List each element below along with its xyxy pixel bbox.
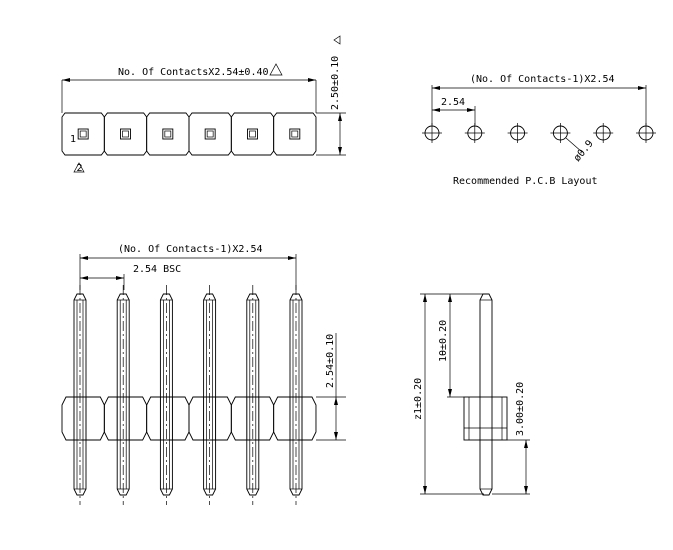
pitch-dimension: 2.54 (441, 97, 465, 108)
pcb-hole (464, 123, 485, 143)
span-dimension: (No. Of Contacts-1)X2.54 (470, 74, 615, 85)
contact-cell (188, 112, 232, 156)
pin-square (162, 128, 174, 140)
lower-length-dimension: 3.00±0.20 (515, 382, 526, 436)
pin (273, 285, 317, 505)
height-dimension: 2.50±0.10 (330, 56, 341, 110)
note-triangle-icon: 2 (73, 162, 85, 174)
pin (479, 293, 493, 496)
pin-square (204, 128, 216, 140)
pcb-hole (550, 123, 571, 143)
note-triangle-icon (269, 63, 283, 76)
insulator-segment (146, 396, 190, 441)
pin1-label: 1 (70, 134, 76, 145)
pcb-hole (507, 123, 528, 143)
pcb-layout: (No. Of Contacts-1)X2.54 2.54 ø0.9 Recom… (422, 74, 656, 187)
note-triangle-icon (333, 35, 341, 45)
pin-square (77, 128, 89, 140)
pin (230, 285, 275, 505)
insulator-segment (273, 396, 317, 441)
pcb-hole (422, 123, 442, 143)
pcb-hole (636, 123, 656, 143)
pin-square (247, 128, 258, 140)
pcb-hole (593, 123, 614, 143)
contact-cell (103, 112, 148, 156)
insulator-segment (188, 396, 232, 441)
pin (188, 285, 232, 505)
top-view: No. Of ContactsX2.54±0.40 2.50±0.10 1 2 (61, 35, 346, 174)
contact-cell (61, 112, 105, 156)
insulator-body (463, 396, 508, 441)
front-view: (No. Of Contacts-1)X2.54 2.54 BSC 2.54±0… (61, 244, 346, 505)
span-dimension: (No. Of Contacts-1)X2.54 (118, 244, 263, 255)
svg-text:2: 2 (77, 163, 83, 174)
contact-cell (230, 112, 275, 156)
pin (146, 285, 190, 505)
pin (61, 285, 105, 505)
total-length-dimension: z1±0.20 (413, 378, 424, 420)
length-dimension: No. Of ContactsX2.54±0.40 (118, 67, 269, 78)
pin-square (120, 128, 131, 140)
insulator-segment (61, 396, 105, 441)
upper-length-dimension: 1θ±0.20 (438, 320, 449, 362)
pin (103, 285, 148, 505)
insulator-segment (230, 396, 275, 441)
pin-square (289, 128, 301, 140)
contact-cell (146, 112, 190, 156)
hole-dimension: ø0.9 (572, 138, 596, 164)
side-view: z1±0.20 1θ±0.20 3.00±0.20 (413, 293, 530, 496)
pitch-dimension: 2.54 BSC (133, 264, 181, 275)
contact-cell (273, 112, 317, 156)
insulator-segment (103, 396, 148, 441)
height-dimension: 2.54±0.10 (325, 334, 336, 388)
pcb-layout-caption: Recommended P.C.B Layout (453, 176, 598, 187)
